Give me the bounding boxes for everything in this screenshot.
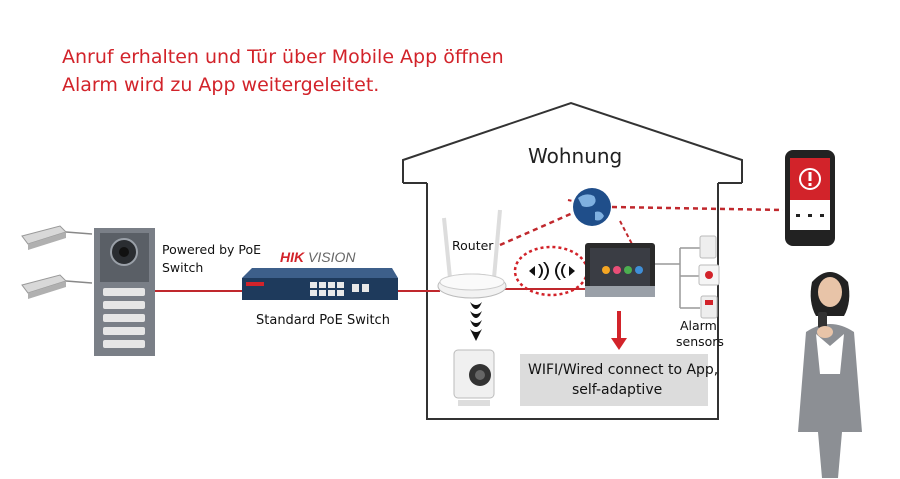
connection-lines [155,199,784,292]
router-label: Router [452,238,494,253]
connection-info-line2: self-adaptive [572,382,663,398]
house-label: Wohnung [528,144,623,168]
brand-logo-part2: VISION [308,249,356,265]
page-subtitle: Alarm wird zu App weitergeleitet. [62,74,380,96]
person-with-phone-icon [798,272,862,478]
magnetic-lock-icon [21,225,93,250]
smartphone-alert-icon [785,150,835,246]
page-title: Anruf erhalten und Tür über Mobile App ö… [62,46,504,68]
alarm-sensor-icon [698,235,720,319]
poe-switch-icon [242,268,398,300]
connection-info-box [520,354,708,406]
globe-icon [573,188,611,226]
magnetic-lock-icon [21,274,93,299]
house-outline [402,101,743,420]
indoor-monitor-icon [585,243,655,297]
wireless-waves-icon [529,262,575,280]
connection-info-line1: WIFI/Wired connect to App, [528,362,719,378]
brand-logo-part1: HIK [280,249,305,265]
camera-icon [453,349,495,406]
switch-label: Standard PoE Switch [256,313,390,328]
alarm-sensors-label: Alarm [680,318,717,333]
wireless-link-highlight [513,245,589,297]
door-station-power-label: Powered by PoE [162,242,262,257]
door-station-power-label-line2: Switch [162,260,204,275]
down-arrow-icon [611,311,627,350]
wireless-signal-icon [470,302,482,341]
door-station-icon [94,228,155,356]
alarm-sensors-label-line2: sensors [676,334,724,349]
router-icon [437,209,507,299]
alarm-wiring [655,247,700,309]
